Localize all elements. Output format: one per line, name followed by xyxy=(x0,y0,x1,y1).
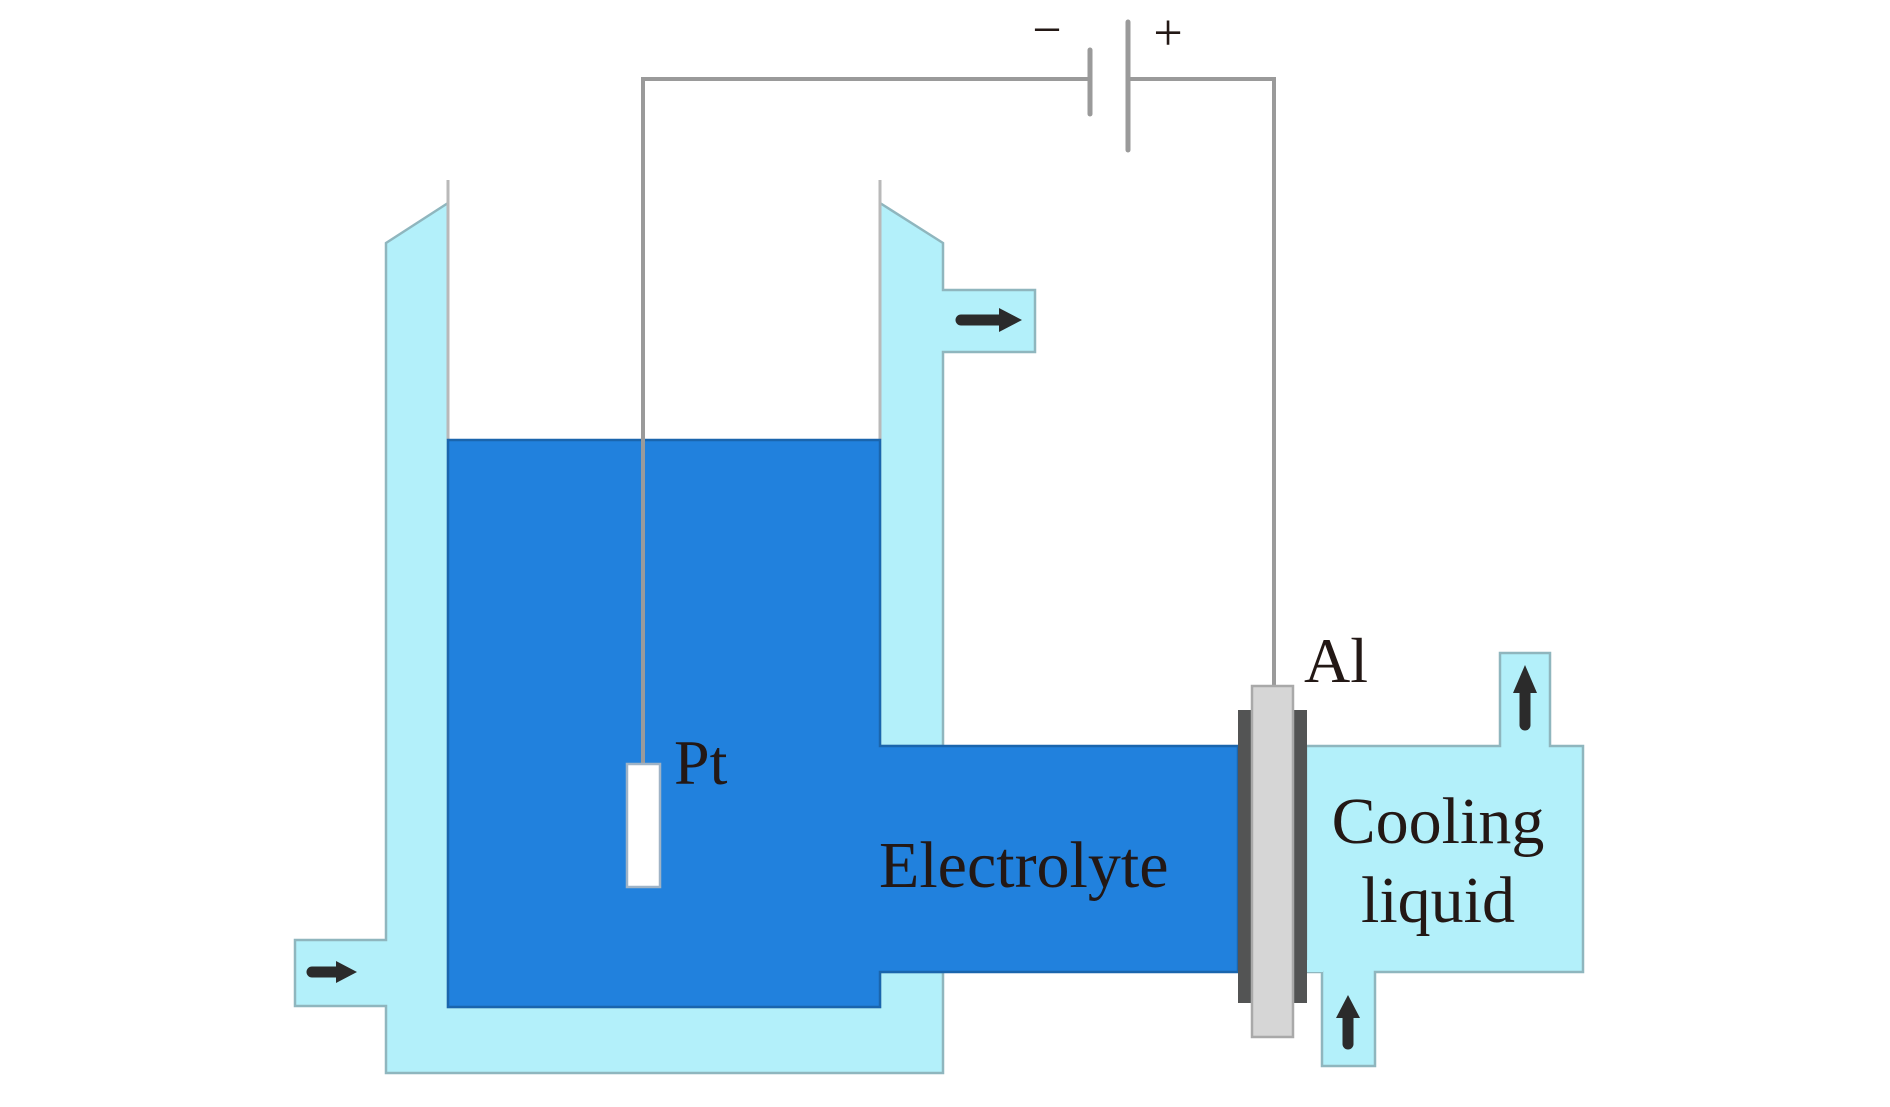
jacket-inlet-arrow-icon xyxy=(306,961,357,983)
anode-wire xyxy=(1128,77,1276,686)
pt-electrode xyxy=(625,762,662,889)
cathode-wire xyxy=(641,77,1090,764)
jacket-outlet-arrow-icon xyxy=(955,308,1022,332)
battery-minus-label: − xyxy=(1032,2,1061,59)
gasket-right xyxy=(1293,710,1307,1003)
battery-plus-label: + xyxy=(1153,5,1182,62)
al-anode-plate xyxy=(1250,684,1295,1039)
gasket-left xyxy=(1238,710,1252,1003)
cooling-label-line2: liquid xyxy=(1361,864,1515,937)
al-label: Al xyxy=(1304,625,1368,696)
cooling-chamber-bottom-mask xyxy=(1307,960,1323,972)
electrolyte xyxy=(446,438,1240,1009)
cooling-label-line1: Cooling xyxy=(1332,785,1545,858)
battery-icon xyxy=(1087,19,1131,153)
cooling-outlet-arrow-icon xyxy=(1513,665,1537,731)
water-jacket-right-wall xyxy=(878,200,1037,748)
electrolyte-label: Electrolyte xyxy=(879,829,1169,902)
cooling-inlet-arrow-icon xyxy=(1336,995,1360,1050)
pt-label: Pt xyxy=(674,727,728,798)
